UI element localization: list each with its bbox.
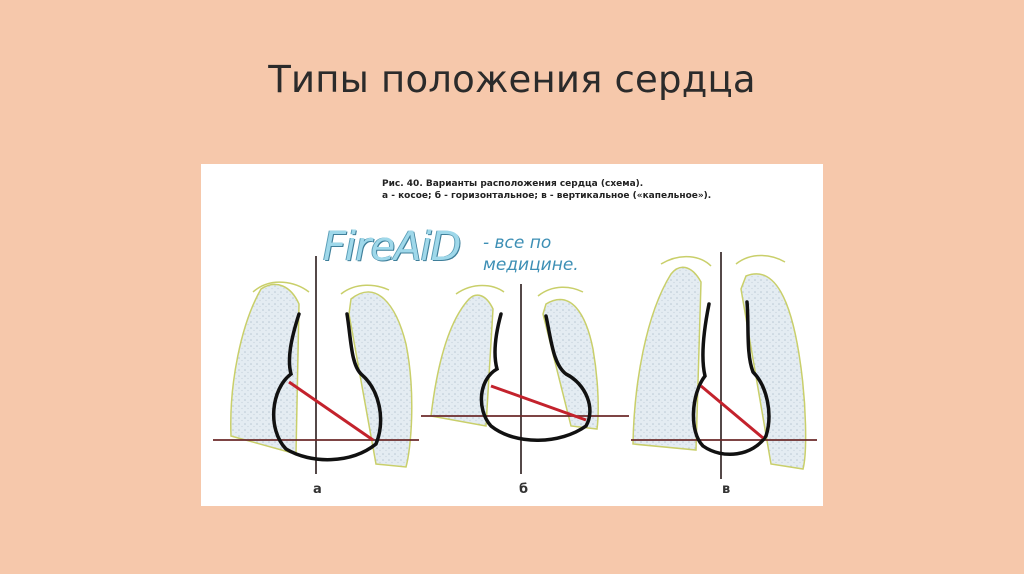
left-lung-outline [230,283,300,455]
panel-b-horizontal [421,284,629,474]
clavicle-right [340,284,390,295]
panel-c-vertical [631,252,817,479]
heart-contour [691,300,771,456]
caption-line-2: а - косое; б - горизонтальное; в - верти… [382,191,712,201]
clavicle-right [537,286,584,297]
heart-contour [272,312,383,462]
watermark-tagline-line-2: медицине. [483,255,579,275]
slide-title: Типы положения сердца [268,58,756,101]
heart-contour [479,312,592,442]
panel-a-oblique [213,256,419,474]
clavicle-left [660,255,712,267]
heart-axis [700,384,764,440]
heart-position-diagram [213,252,817,479]
clavicle-right [735,254,786,265]
watermark-logo: FireAiD [323,224,461,270]
figure-caption: Рис. 40. Варианты расположения сердца (с… [382,178,802,202]
watermark-tagline-line-1: - все по [483,233,552,253]
clavicle-left [252,281,310,293]
clavicle-left [455,284,505,295]
caption-line-1: Рис. 40. Варианты расположения сердца (с… [382,179,644,189]
heart-position-figure: Рис. 40. Варианты расположения сердца (с… [201,164,823,506]
right-lung-outline [348,291,413,468]
left-lung-outline [430,294,494,427]
panel-label-c: в [722,482,731,497]
heart-axis [288,380,374,442]
panel-label-b: б [519,482,529,497]
left-lung-outline [632,266,702,451]
watermark-tagline: - все по медицине. [483,232,579,276]
right-lung-outline [740,273,807,470]
panel-label-a: а [313,482,322,497]
heart-axis [490,384,587,422]
right-lung-outline [542,298,599,430]
